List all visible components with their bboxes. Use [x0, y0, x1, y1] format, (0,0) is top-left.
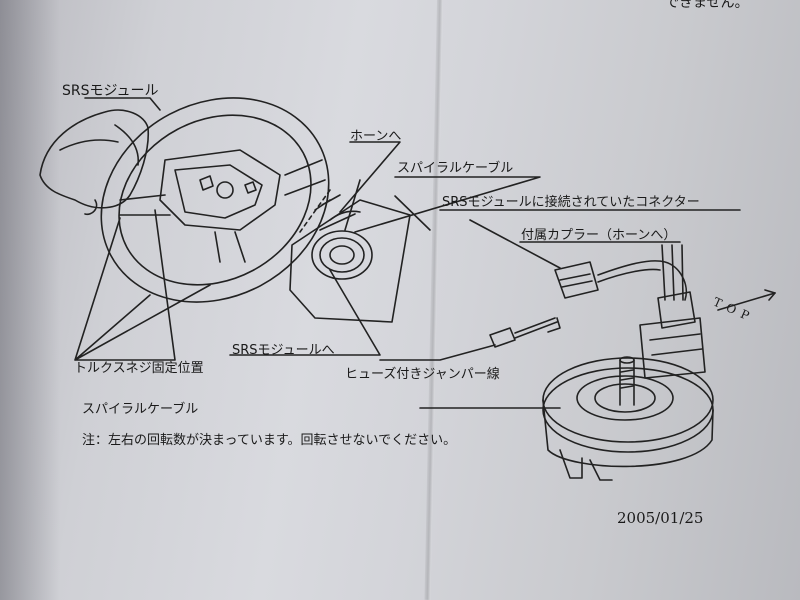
to-srs-module-label: SRSモジュールへ	[232, 343, 335, 358]
torx-screw-label: トルクスネジ固定位置	[74, 361, 204, 376]
spiral-cable-top-label: スパイラルケーブル	[397, 161, 514, 176]
srs-connector-drawing	[554, 261, 599, 299]
left-shadow	[0, 0, 60, 600]
steering-wheel-rim	[100, 97, 330, 303]
fuse-jumper-label: ヒューズ付きジャンパー線	[345, 367, 500, 382]
srs-connector-label: SRSモジュールに接続されていたコネクター	[442, 195, 700, 210]
spiral-cable-frame	[289, 199, 411, 323]
document-date: 2005/01/25	[617, 509, 704, 527]
note-text: 注：左右の回転数が決まっています。回転させないでください。	[82, 433, 457, 448]
top-fragment-text: できません。	[665, 0, 749, 11]
to-horn-label: ホーンへ	[350, 129, 402, 144]
spiral-cable-bottom-label: スパイラルケーブル	[82, 402, 199, 417]
srs-module-label: SRSモジュール	[62, 83, 159, 99]
coupler-label: 付属カプラー（ホーンへ）	[521, 228, 677, 243]
srs-module-shape	[39, 109, 150, 209]
steering-hub	[159, 149, 281, 231]
spiral-reel-outer	[542, 367, 714, 453]
